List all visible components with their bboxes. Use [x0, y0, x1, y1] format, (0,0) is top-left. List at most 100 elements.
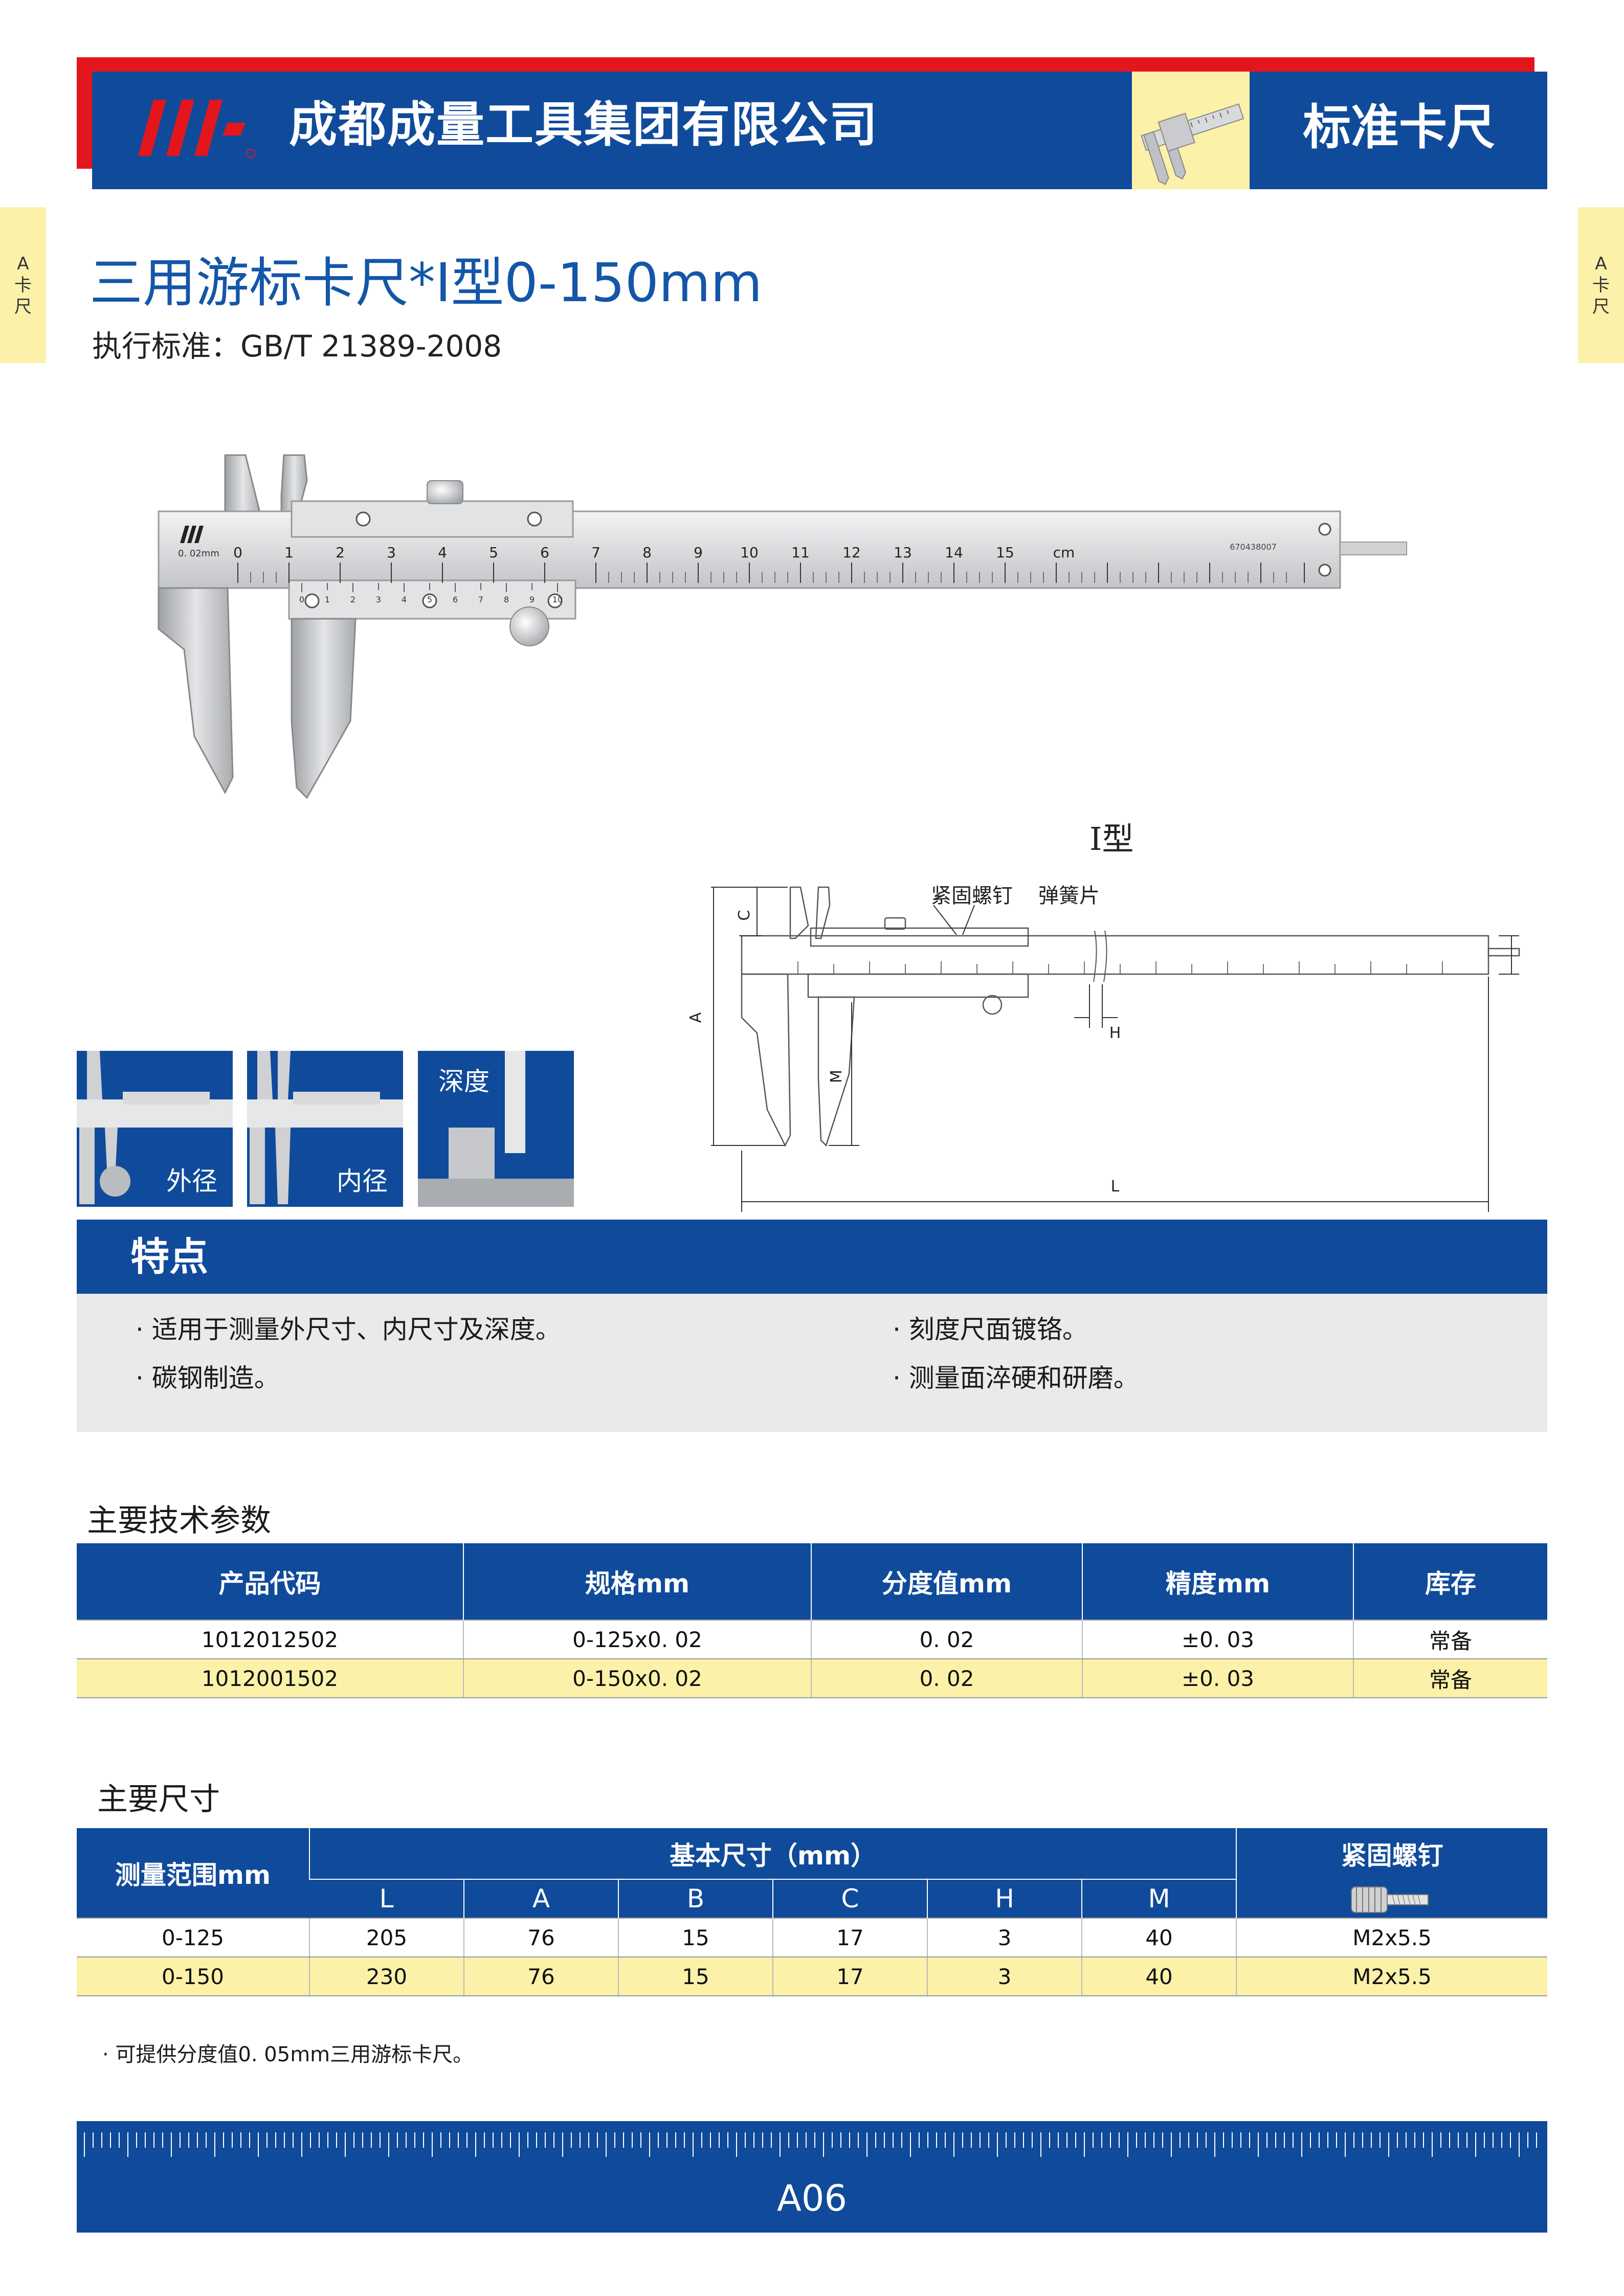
vernier-number: 9 — [529, 595, 535, 604]
features-body — [77, 1294, 1547, 1432]
category-title: 标准卡尺 — [1302, 100, 1495, 155]
vernier-number: 8 — [504, 595, 509, 604]
scale-number: 15 — [996, 544, 1014, 561]
page-number: A06 — [777, 2177, 847, 2219]
sub-header-b: B — [618, 1879, 773, 1918]
scale-number: 13 — [894, 544, 912, 561]
side-tab-char: 卡 — [1592, 275, 1610, 296]
sub-header-a: A — [463, 1879, 618, 1918]
table-cell: 0. 02 — [811, 1619, 1082, 1659]
table-header: 产品代码 — [77, 1543, 463, 1620]
lock-screw-label: 紧固螺钉 — [931, 884, 1013, 908]
sub-header-c: C — [772, 1879, 927, 1918]
side-tab-char: 卡 — [14, 275, 32, 296]
spring-label: 弹簧片 — [1038, 884, 1100, 908]
side-tab-letter: A — [1595, 253, 1607, 274]
vernier-number: 2 — [350, 595, 355, 604]
table-cell: 0-150x0. 02 — [463, 1659, 811, 1698]
table-cell: 1012012502 — [77, 1619, 463, 1659]
header-caliper-image — [1132, 72, 1250, 189]
table-row: 1012001502 0-150x0. 02 0. 02 ±0. 03 常备 — [77, 1659, 1547, 1698]
side-tab-char: 尺 — [1592, 296, 1610, 317]
dim-label-m: M — [828, 1070, 846, 1083]
vernier-number: 6 — [453, 595, 458, 604]
table-cell: ±0. 03 — [1082, 1659, 1353, 1698]
vernier-number: 4 — [402, 595, 407, 604]
caliper-resolution-label: 0. 02mm — [178, 548, 219, 559]
diagram-type-label: I型 — [1089, 820, 1134, 858]
table-cell: 常备 — [1353, 1659, 1547, 1698]
dimensions-title: 主要尺寸 — [97, 1782, 220, 1817]
scale-unit: cm — [1053, 544, 1075, 561]
table-cell: 0-150 — [77, 1957, 309, 1996]
company-name: 成都成量工具集团有限公司 — [289, 97, 879, 153]
scale-number: 11 — [791, 544, 810, 561]
scale-number: 7 — [591, 544, 600, 561]
scale-number: 2 — [336, 544, 345, 561]
range-header: 测量范围mm — [77, 1828, 309, 1918]
table-cell: 3 — [927, 1957, 1082, 1996]
side-tab-letter: A — [17, 253, 29, 274]
scale-number: 10 — [740, 544, 759, 561]
table-cell: 40 — [1081, 1918, 1237, 1957]
thumbnail-outer-label: 外径 — [166, 1166, 217, 1196]
table-row: 1012012502 0-125x0. 02 0. 02 ±0. 03 常备 — [77, 1619, 1547, 1659]
feature-item: · 测量面淬硬和研磨。 — [893, 1363, 1139, 1393]
table-cell: 205 — [309, 1918, 464, 1957]
brand-logo-icon — [138, 100, 255, 158]
dim-label-l: L — [1111, 1178, 1120, 1196]
feature-item: · 刻度尺面镀铬。 — [893, 1315, 1088, 1344]
product-title: 三用游标卡尺*I型0-150mm — [90, 252, 763, 314]
thumbnail-inner-diameter: 内径 — [247, 1051, 403, 1207]
scale-number: 0 — [233, 544, 242, 561]
sub-header-h: H — [927, 1879, 1082, 1918]
scale-number: 6 — [540, 544, 549, 561]
feature-item: · 适用于测量外尺寸、内尺寸及深度。 — [136, 1315, 561, 1344]
table-cell: 0-125 — [77, 1918, 309, 1957]
table-cell: 230 — [309, 1957, 464, 1996]
header-bar — [92, 72, 1547, 189]
table-header: 库存 — [1353, 1543, 1547, 1620]
dim-label-h: H — [1109, 1024, 1121, 1042]
vernier-number: 1 — [325, 595, 330, 604]
table-cell: 3 — [927, 1918, 1082, 1957]
table-cell: 17 — [772, 1957, 927, 1996]
table-cell: ±0. 03 — [1082, 1619, 1353, 1659]
scale-number: 12 — [842, 544, 861, 561]
table-cell: 1012001502 — [77, 1659, 463, 1698]
side-tab-left: A 卡 尺 — [0, 207, 46, 363]
dim-label-a: A — [687, 1012, 705, 1023]
vernier-number: 10 — [552, 595, 563, 604]
feature-item: · 碳钢制造。 — [136, 1363, 280, 1393]
table-row: 0-150 230 76 15 17 3 40 M2x5.5 — [77, 1957, 1548, 1996]
table-header: 规格mm — [463, 1543, 811, 1620]
table-cell: 76 — [463, 1957, 618, 1996]
sub-header-m: M — [1081, 1879, 1237, 1918]
thumbnail-outer-diameter: 外径 — [77, 1051, 233, 1207]
table-cell: 0. 02 — [811, 1659, 1082, 1698]
screw-icon — [1350, 1886, 1429, 1913]
scale-number: 9 — [694, 544, 703, 561]
tech-params-table: 产品代码 规格mm 分度值mm 精度mm 库存 1012012502 0-125… — [77, 1543, 1547, 1698]
screw-header: 紧固螺钉 — [1236, 1828, 1548, 1879]
sub-header-l: L — [309, 1879, 464, 1918]
scale-number: 8 — [642, 544, 652, 561]
scale-number: 14 — [945, 544, 963, 561]
table-cell: 常备 — [1353, 1619, 1547, 1659]
scale-number: 5 — [489, 544, 498, 561]
table-cell: 76 — [463, 1918, 618, 1957]
table-header: 精度mm — [1082, 1543, 1353, 1620]
dim-label-b: B — [1523, 951, 1524, 962]
product-standard: 执行标准：GB/T 21389-2008 — [92, 329, 502, 364]
scale-number: 1 — [284, 544, 294, 561]
vernier-number: 3 — [376, 595, 381, 604]
thumbnail-depth-label: 深度 — [438, 1067, 490, 1096]
vernier-number: 5 — [427, 595, 432, 604]
table-cell: 40 — [1081, 1957, 1237, 1996]
caliper-photo: 0. 02mm 0 1 2 3 4 5 6 7 8 9 10 11 12 13 … — [158, 454, 1407, 799]
table-row: 0-125 205 76 15 17 3 40 M2x5.5 — [77, 1918, 1548, 1957]
footnote: · 可提供分度值0. 05mm三用游标卡尺。 — [102, 2043, 474, 2066]
table-cell: 0-125x0. 02 — [463, 1619, 811, 1659]
screw-image-cell — [1236, 1879, 1548, 1918]
thumbnail-inner-label: 内径 — [337, 1166, 388, 1196]
